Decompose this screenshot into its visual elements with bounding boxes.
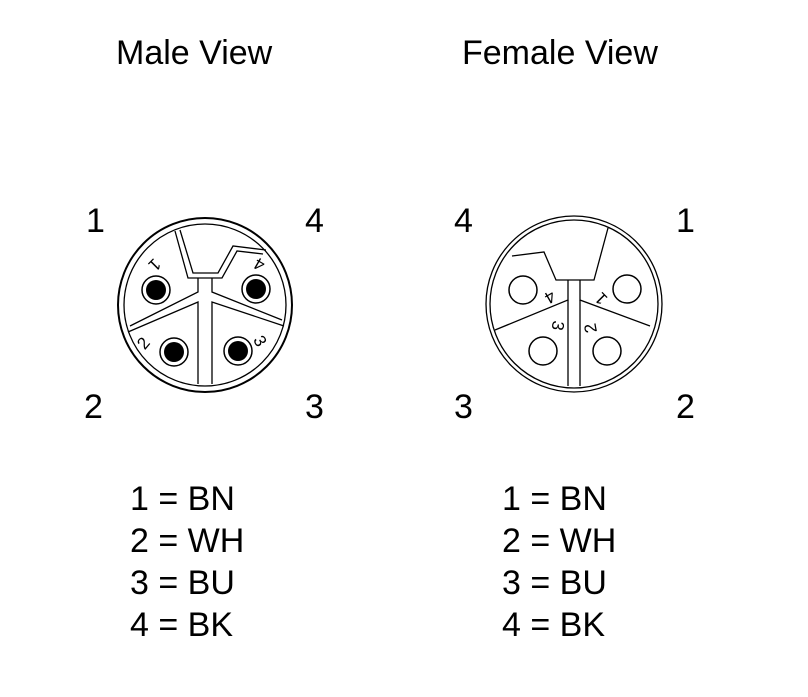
male-connector bbox=[117, 217, 293, 393]
female-key-notch bbox=[511, 227, 609, 281]
female-contact-sockets bbox=[508, 274, 642, 366]
female-pin-label-bottom-right: 2 bbox=[676, 388, 695, 426]
male-legend-line-4: 4 = BK bbox=[130, 606, 234, 644]
male-contact-pins bbox=[141, 274, 271, 367]
male-wire-legend: 1 = BN 2 = WH 3 = BU 4 = BK bbox=[130, 478, 244, 646]
male-pin-label-bottom-left: 2 bbox=[84, 388, 103, 426]
female-legend-line-3: 3 = BU bbox=[502, 564, 607, 602]
male-outer-ring bbox=[117, 217, 293, 393]
female-legend-line-4: 4 = BK bbox=[502, 606, 606, 644]
female-view-title: Female View bbox=[462, 34, 658, 72]
male-pin-label-bottom-right: 3 bbox=[305, 388, 324, 426]
female-pin-label-top-left: 4 bbox=[454, 202, 473, 240]
female-pin-label-top-right: 1 bbox=[676, 202, 695, 240]
male-pin-label-top-left: 1 bbox=[86, 202, 105, 240]
female-wire-legend: 1 = BN 2 = WH 3 = BU 4 = BK bbox=[502, 478, 616, 646]
male-legend-line-1: 1 = BN bbox=[130, 480, 235, 518]
male-inner-ring bbox=[123, 223, 287, 387]
female-pin-label-bottom-left: 3 bbox=[454, 388, 473, 426]
female-connector bbox=[485, 215, 663, 393]
female-digit-3: 3 bbox=[548, 319, 568, 332]
female-legend-line-1: 1 = BN bbox=[502, 480, 607, 518]
male-legend-line-2: 2 = WH bbox=[130, 522, 245, 560]
male-view-title: Male View bbox=[116, 34, 273, 72]
female-digit-2: 2 bbox=[581, 322, 601, 335]
female-inner-ring bbox=[489, 219, 659, 389]
female-outer-ring bbox=[485, 215, 663, 393]
male-key-notch bbox=[174, 230, 264, 279]
male-pin-label-top-right: 4 bbox=[305, 202, 324, 240]
male-legend-line-3: 3 = BU bbox=[130, 564, 235, 602]
female-legend-line-2: 2 = WH bbox=[502, 522, 617, 560]
